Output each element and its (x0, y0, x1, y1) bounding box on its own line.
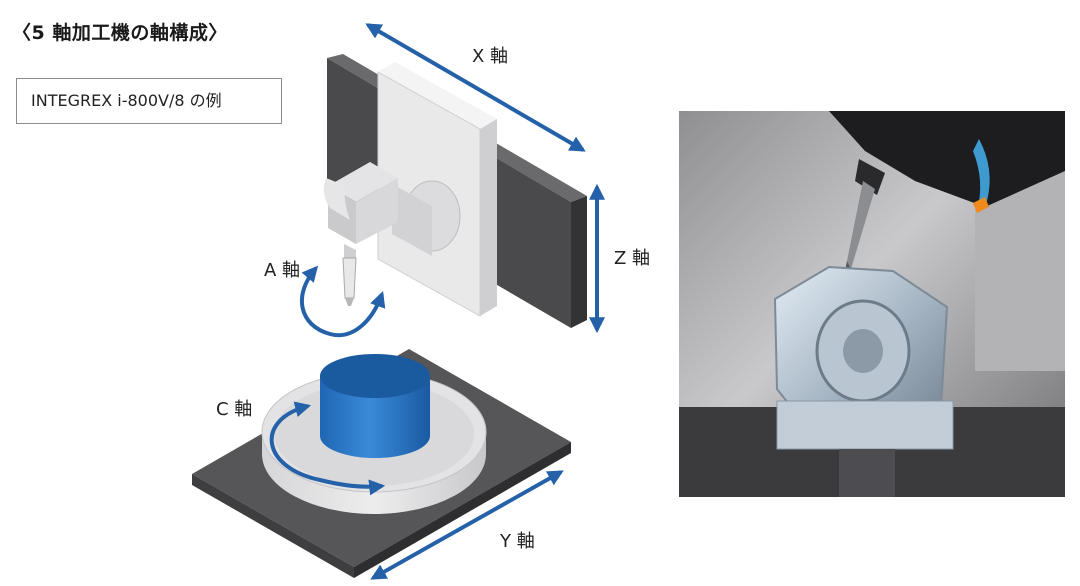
model-example-text: INTEGREX i-800V/8 の例 (31, 91, 222, 110)
y-axis-label: Y 軸 (500, 531, 535, 552)
a-axis-arrow (299, 265, 386, 338)
model-example-box: INTEGREX i-800V/8 の例 (16, 78, 282, 124)
workpiece-cylinder (320, 354, 430, 458)
page-title: 〈5 軸加工機の軸構成〉 (12, 22, 228, 44)
c-axis-label: C 軸 (216, 399, 253, 420)
machining-photo (679, 111, 1065, 497)
c-axis-arrow (269, 401, 386, 496)
cutting-tool (342, 257, 357, 306)
z-axis-label: Z 軸 (614, 248, 651, 269)
x-axis-label: X 軸 (472, 46, 509, 67)
a-axis-label: A 軸 (264, 260, 301, 281)
y-axis-arrow (370, 470, 564, 580)
five-axis-diagram (192, 23, 605, 580)
spindle-head (323, 162, 461, 266)
x-axis-arrow (365, 23, 586, 152)
